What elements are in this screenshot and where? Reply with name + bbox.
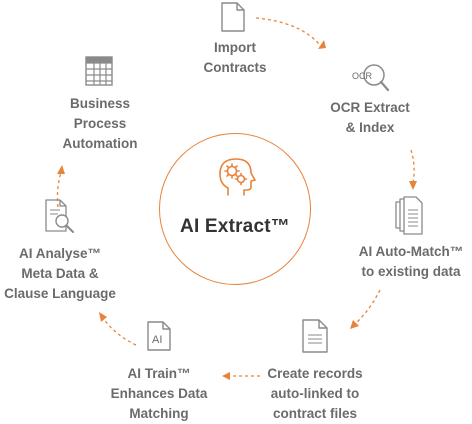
document-lines-icon <box>302 319 328 353</box>
arrowhead-analyse <box>99 312 107 322</box>
document-icon <box>221 2 245 32</box>
connector-automatch-to-create <box>354 289 381 325</box>
ai-document-icon: AI <box>147 321 171 351</box>
arrowhead-automatch <box>409 181 417 190</box>
arrowhead-ocr <box>318 40 326 49</box>
arrowhead-create <box>350 320 359 329</box>
ocr-search-icon: OCR <box>352 64 390 92</box>
connector-ocr-to-automatch <box>410 149 415 184</box>
connector-analyse-to-bpa <box>56 171 62 208</box>
connector-train-to-analyse <box>102 317 137 346</box>
document-magnifier-icon <box>45 199 74 233</box>
stacked-documents-icon <box>395 196 423 235</box>
step-label: Import Contracts <box>203 40 267 75</box>
connector-import-to-ocr <box>255 17 321 46</box>
step-label: AI Analyse™ Meta Data & Clause Language <box>4 246 116 301</box>
ocr-icon-text: OCR <box>352 71 373 81</box>
step-label: Create records auto-linked to contract f… <box>267 366 363 421</box>
head-gears-icon <box>219 158 256 196</box>
arrowhead-bpa <box>57 165 65 174</box>
ai-icon-text: AI <box>152 334 162 346</box>
step-label: OCR Extract & Index <box>330 100 410 135</box>
step-label: Business Process Automation <box>62 96 138 151</box>
ai-extract-hub: AI Extract™ <box>159 133 311 285</box>
grid-table-icon <box>85 56 113 86</box>
arrowhead-train <box>222 372 230 380</box>
step-label: AI Auto-Match™ to existing data <box>358 244 464 279</box>
center-title: AI Extract™ <box>180 216 290 237</box>
step-label: AI Train™ Enhances Data Matching <box>110 366 208 421</box>
